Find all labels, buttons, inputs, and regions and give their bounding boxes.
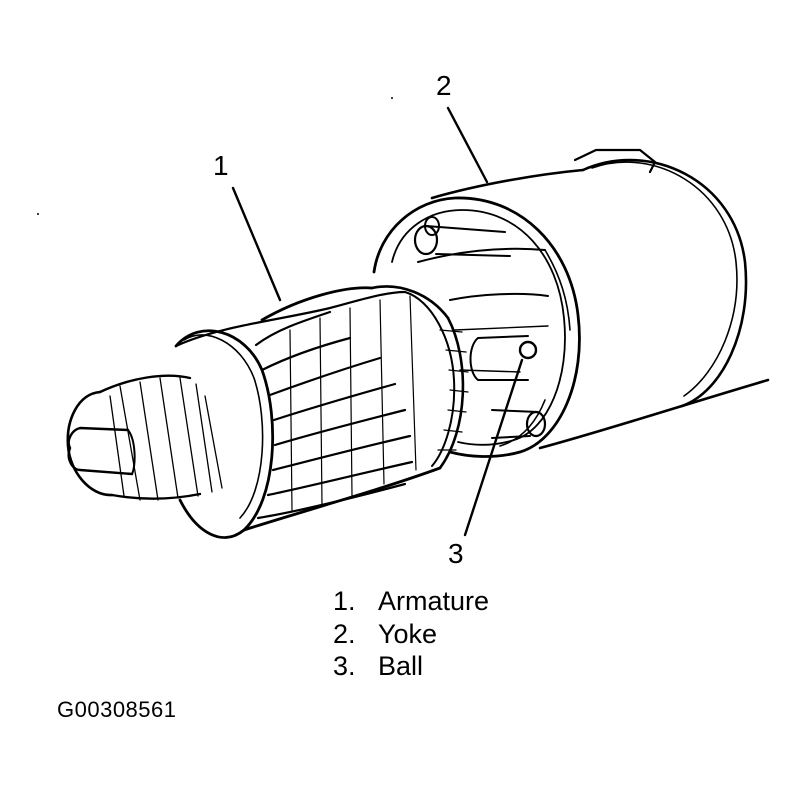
yoke-rear-end-inner: [591, 161, 738, 397]
yoke-inner-rim-lower: [499, 399, 546, 447]
legend-text: Ball: [378, 651, 424, 681]
shaft-slot: [469, 335, 529, 381]
commutator: [370, 285, 469, 470]
scan-speck: [37, 213, 39, 215]
scan-speck: [391, 97, 393, 99]
spline-bottom: [110, 492, 202, 500]
spline-shaft: [66, 374, 223, 501]
yoke-front-ring-inner: [391, 209, 566, 446]
leader-line-3: [463, 358, 524, 537]
leader-line-2: [446, 106, 489, 184]
yoke: [372, 148, 770, 458]
callout-ball: 3: [448, 538, 464, 569]
yoke-top-edge: [430, 168, 585, 200]
inner-body-top: [417, 247, 546, 263]
armature-inner-body: [413, 216, 549, 439]
legend-number: 1.: [333, 586, 356, 616]
inner-body-lower: [449, 292, 549, 301]
spline-top: [98, 374, 192, 394]
core-slot-shadows: [289, 295, 417, 511]
shaft-stub-end: [127, 429, 136, 475]
legend-text: Armature: [378, 586, 490, 616]
yoke-rear-end: [581, 158, 748, 408]
commutator-outline-bottom: [438, 316, 465, 470]
core-front-rim: [174, 290, 407, 348]
shaft-stub: [67, 426, 134, 476]
roller-top-body: [425, 225, 511, 257]
leader-lines: [231, 106, 524, 537]
legend-text: Yoke: [378, 618, 438, 649]
roller-bottom: [525, 410, 547, 438]
core-front-face: [174, 329, 274, 539]
legend-number: 2.: [333, 618, 356, 649]
callout-yoke: 2: [436, 70, 452, 101]
parts-legend: 1. Armature 2. Yoke 3. Ball: [333, 585, 489, 683]
legend-number: 3.: [333, 651, 356, 681]
core-slots: [254, 310, 414, 520]
spline-teeth: [109, 377, 223, 501]
armature-core: [174, 286, 442, 539]
ball: [518, 340, 538, 360]
callout-armature: 1: [213, 150, 229, 181]
yoke-bottom-edge: [538, 378, 770, 450]
commutator-outline-top: [370, 285, 450, 320]
legend-item: 1. Armature: [333, 585, 489, 618]
yoke-inner-rim: [544, 249, 571, 331]
spline-end-face: [66, 390, 114, 497]
commutator-bars: [437, 329, 469, 451]
leader-line-1: [231, 186, 282, 302]
core-top-edge: [260, 286, 374, 322]
yoke-front-ring: [372, 196, 581, 458]
roller-bottom-body: [491, 409, 539, 439]
figure-id: G00308561: [57, 697, 177, 722]
legend-item: 3. Ball: [333, 650, 489, 683]
yoke-tab: [573, 148, 657, 174]
core-front-face-inner: [183, 334, 264, 519]
commutator-ring: [404, 291, 456, 467]
inner-body-shadow: [454, 325, 549, 373]
legend-item: 2. Yoke: [333, 618, 489, 651]
